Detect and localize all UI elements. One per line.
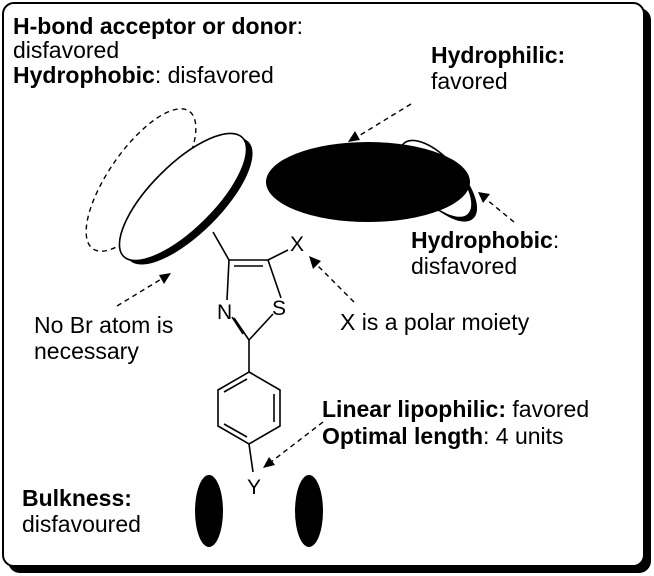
arrow-hydrophilic [348, 103, 412, 142]
hydrophobic-right-annotation: Hydrophobic: [411, 227, 559, 253]
arrow-hydrophobic-right [478, 192, 515, 223]
atom-x: X [290, 233, 304, 256]
hydrophilic-filled-ellipse [266, 142, 470, 222]
hydrophilic-status: favored [431, 68, 508, 94]
hydrophobic-top-label: Hydrophobic [13, 62, 155, 88]
atom-s: S [272, 297, 286, 320]
frame-border [2, 2, 645, 567]
linear-status: favored [506, 396, 589, 422]
no-br-line1: No Br atom is [34, 312, 173, 338]
bulk-ellipse-left [195, 475, 223, 547]
hydrophobic-top-status: : disfavored [155, 62, 274, 88]
hydrophobic-top-annotation: Hydrophobic: disfavored [13, 62, 274, 88]
arrow-linear [263, 421, 324, 468]
hydrophobic-right-colon: : [553, 227, 559, 253]
optimal-status: : 4 units [483, 423, 564, 449]
hydrophobic-right-label: Hydrophobic [411, 227, 553, 253]
hbond-annotation: H-bond acceptor or donor: [13, 13, 303, 39]
hbond-colon: : [297, 13, 303, 39]
bulkness-status: disfavoured [22, 511, 141, 537]
linear-label: Linear lipophilic: [322, 396, 506, 422]
hydrophilic-label: Hydrophilic: [431, 42, 565, 68]
optimal-label: Optimal length [322, 423, 483, 449]
thiazole-molecule [212, 231, 289, 473]
hydrophobic-right-status: disfavored [411, 253, 517, 279]
bulk-ellipse-right [295, 475, 323, 547]
bulkness-label: Bulkness: [22, 485, 132, 511]
left-ellipse-region [118, 132, 253, 265]
atom-n: N [217, 301, 232, 324]
x-polar-text: X is a polar moiety [340, 309, 530, 335]
arrow-x-polar [309, 256, 355, 303]
no-br-line2: necessary [34, 338, 139, 364]
hbond-status: disfavored [13, 37, 119, 63]
linear-annotation: Linear lipophilic: favored [322, 396, 589, 422]
arrow-no-br [116, 273, 171, 307]
atom-y: Y [247, 476, 261, 499]
hbond-title: H-bond acceptor or donor [13, 13, 297, 39]
optimal-annotation: Optimal length: 4 units [322, 423, 564, 449]
